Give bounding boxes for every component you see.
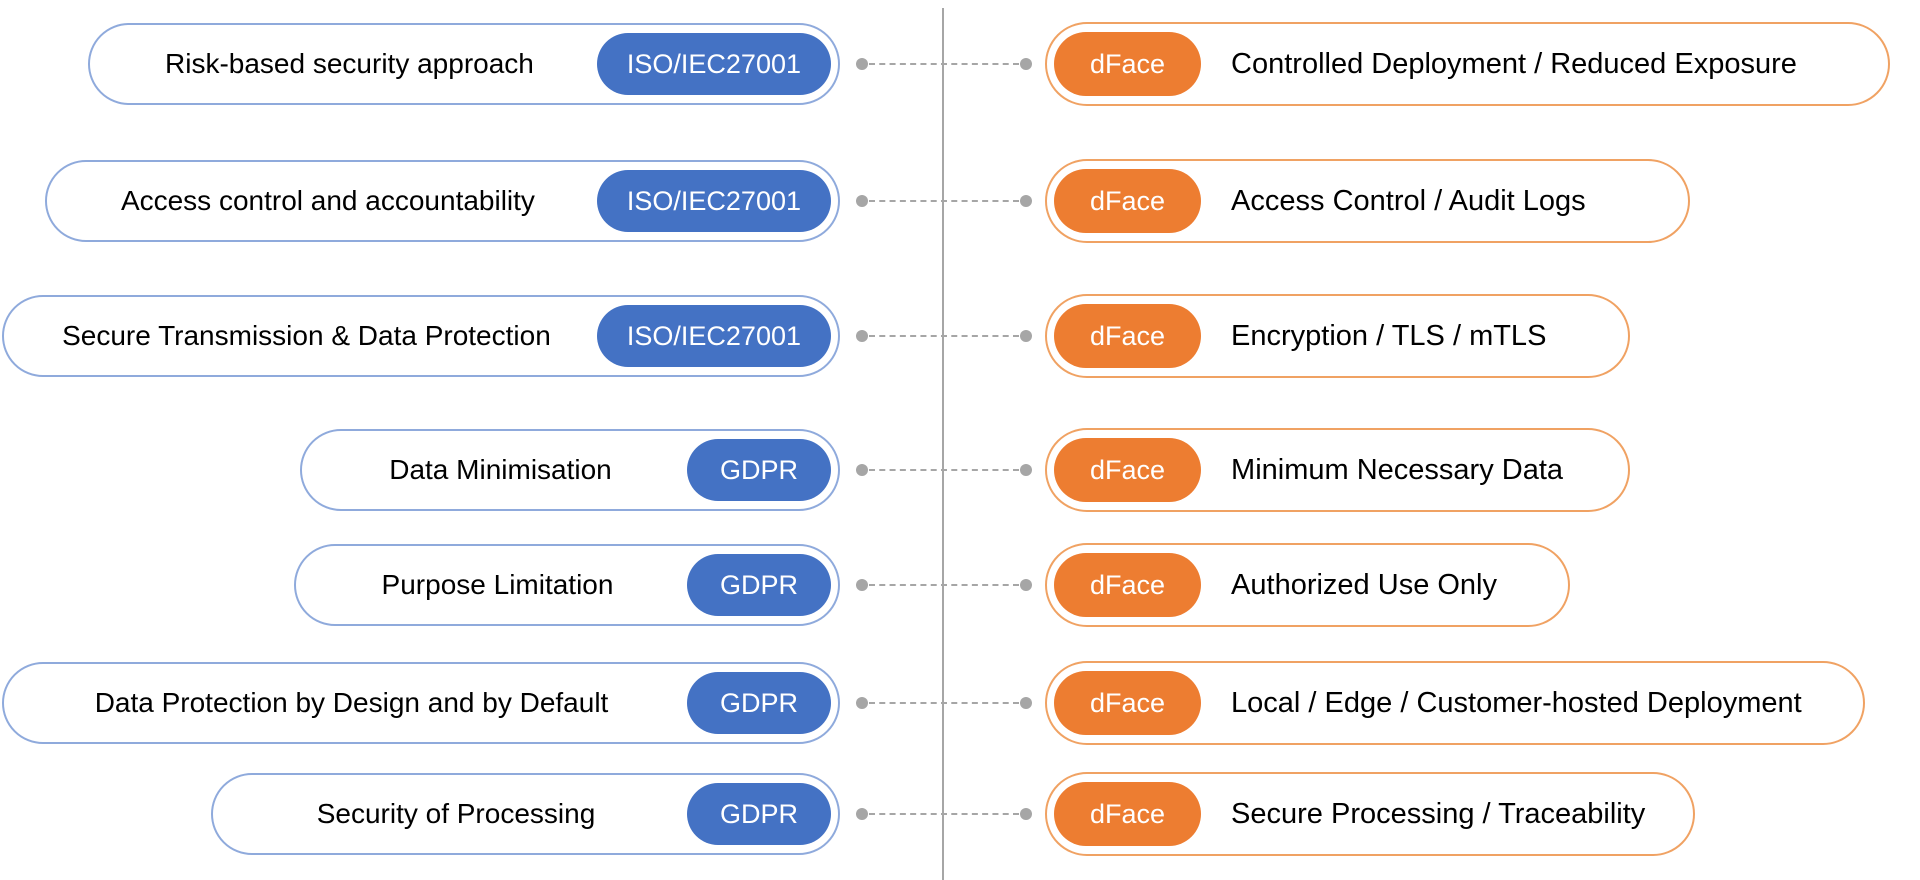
- standard-badge: GDPR: [687, 439, 831, 501]
- capability-pill: dFace Minimum Necessary Data: [1045, 428, 1630, 512]
- connector-line: [856, 195, 1032, 207]
- requirement-pill: Risk-based security approach ISO/IEC2700…: [88, 23, 840, 105]
- connector-dot-left: [856, 330, 868, 342]
- requirement-label: Purpose Limitation: [381, 569, 614, 600]
- requirement-label: Security of Processing: [316, 798, 596, 829]
- connector-dot-left: [856, 195, 868, 207]
- connector-dot-right: [1020, 808, 1032, 820]
- product-badge: dFace: [1054, 553, 1202, 617]
- connector-dashes: [869, 335, 1019, 337]
- connector-line: [856, 58, 1032, 70]
- connector-line: [856, 697, 1032, 709]
- connector-dot-left: [856, 697, 868, 709]
- connector-dot-left: [856, 58, 868, 70]
- standard-badge: GDPR: [687, 783, 831, 845]
- connector-dashes: [869, 200, 1019, 202]
- connector-dashes: [869, 63, 1019, 65]
- requirement-pill: Data Protection by Design and by Default…: [2, 662, 840, 744]
- connector-dot-right: [1020, 195, 1032, 207]
- connector-dashes: [869, 469, 1019, 471]
- capability-pill: dFace Controlled Deployment / Reduced Ex…: [1045, 22, 1890, 106]
- connector-line: [856, 464, 1032, 476]
- capability-label: Minimum Necessary Data: [1231, 453, 1564, 486]
- requirement-label: Data Protection by Design and by Default: [94, 687, 609, 718]
- connector-dot-left: [856, 464, 868, 476]
- product-badge: dFace: [1054, 671, 1202, 735]
- connector-dashes: [869, 584, 1019, 586]
- connector-dot-right: [1020, 697, 1032, 709]
- capability-pill: dFace Access Control / Audit Logs: [1045, 159, 1690, 243]
- capability-pill: dFace Authorized Use Only: [1045, 543, 1570, 627]
- requirement-label: Risk-based security approach: [165, 48, 534, 79]
- capability-label: Authorized Use Only: [1231, 568, 1498, 601]
- product-badge: dFace: [1054, 438, 1202, 502]
- product-badge: dFace: [1054, 32, 1202, 96]
- requirement-label: Data Minimisation: [389, 454, 612, 485]
- column-divider-line: [942, 8, 944, 880]
- connector-line: [856, 579, 1032, 591]
- requirement-pill: Access control and accountability ISO/IE…: [45, 160, 840, 242]
- connector-dashes: [869, 813, 1019, 815]
- requirement-label: Secure Transmission & Data Protection: [62, 320, 551, 351]
- requirement-pill: Security of Processing GDPR: [211, 773, 840, 855]
- connector-dot-left: [856, 579, 868, 591]
- standard-badge: ISO/IEC27001: [596, 170, 831, 232]
- connector-dot-right: [1020, 464, 1032, 476]
- capability-pill: dFace Secure Processing / Traceability: [1045, 772, 1695, 856]
- standard-badge: GDPR: [687, 554, 831, 616]
- product-badge: dFace: [1054, 304, 1202, 368]
- connector-dot-right: [1020, 579, 1032, 591]
- standard-badge: ISO/IEC27001: [596, 305, 831, 367]
- connector-dot-left: [856, 808, 868, 820]
- capability-label: Local / Edge / Customer-hosted Deploymen…: [1231, 686, 1802, 719]
- standard-badge: ISO/IEC27001: [596, 33, 831, 95]
- requirement-pill: Purpose Limitation GDPR: [294, 544, 840, 626]
- capability-pill: dFace Local / Edge / Customer-hosted Dep…: [1045, 661, 1865, 745]
- capability-label: Secure Processing / Traceability: [1231, 797, 1646, 830]
- connector-dot-right: [1020, 330, 1032, 342]
- requirement-pill: Data Minimisation GDPR: [300, 429, 840, 511]
- capability-label: Access Control / Audit Logs: [1231, 184, 1586, 217]
- standard-badge: GDPR: [687, 672, 831, 734]
- capability-pill: dFace Encryption / TLS / mTLS: [1045, 294, 1630, 378]
- product-badge: dFace: [1054, 782, 1202, 846]
- capability-label: Encryption / TLS / mTLS: [1231, 319, 1547, 352]
- requirement-label: Access control and accountability: [120, 185, 535, 216]
- connector-dot-right: [1020, 58, 1032, 70]
- requirement-pill: Secure Transmission & Data Protection IS…: [2, 295, 840, 377]
- connector-dashes: [869, 702, 1019, 704]
- capability-label: Controlled Deployment / Reduced Exposure: [1231, 47, 1797, 80]
- connector-line: [856, 330, 1032, 342]
- connector-line: [856, 808, 1032, 820]
- product-badge: dFace: [1054, 169, 1202, 233]
